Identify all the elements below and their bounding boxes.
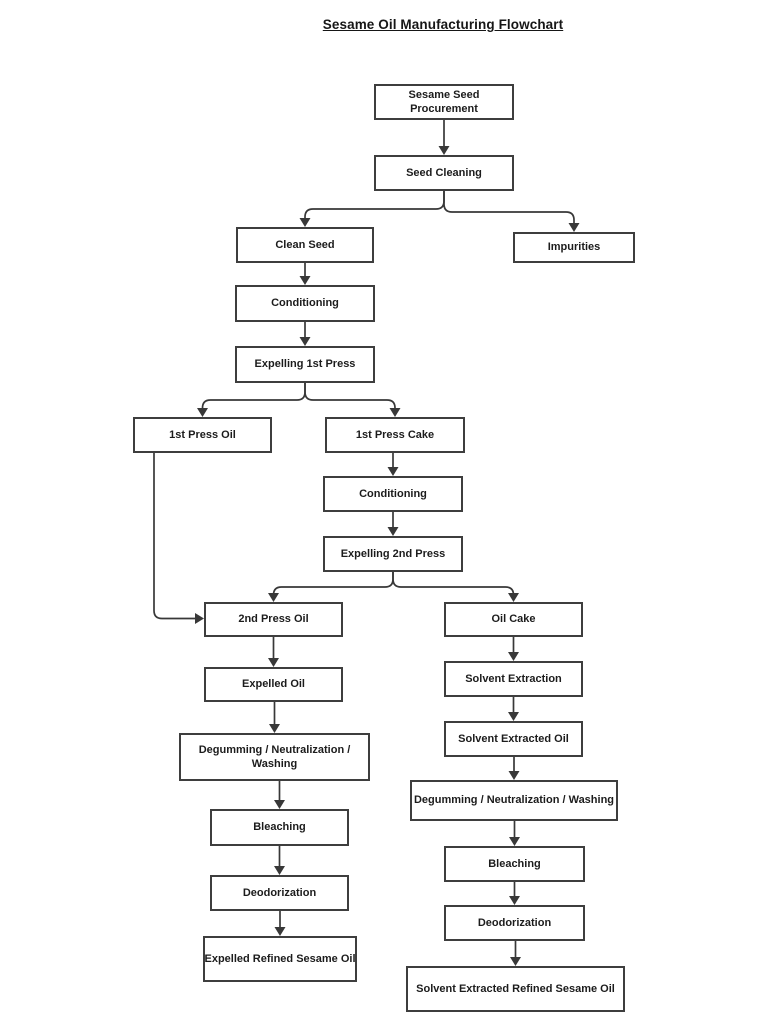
arrowhead-icon xyxy=(274,866,285,875)
node-label: Expelling 1st Press xyxy=(254,358,356,371)
node-label: Expelled Oil xyxy=(242,678,305,691)
node-label: 1st Press Cake xyxy=(355,428,435,441)
node-solvent-extracted-oil: Solvent Extracted Oil xyxy=(444,721,583,757)
edge-expelling-2nd-press-to-second-press-oil xyxy=(272,572,394,596)
arrowhead-icon xyxy=(508,593,519,602)
node-deodorization-left: Deodorization xyxy=(210,875,349,911)
node-clean-seed: Clean Seed xyxy=(236,227,374,263)
node-conditioning-1: Conditioning xyxy=(235,285,375,322)
node-solvent-extraction: Solvent Extraction xyxy=(444,661,583,697)
edge-expelling-1st-press-to-first-press-oil xyxy=(201,383,306,409)
arrowhead-icon xyxy=(268,593,279,602)
node-seed-cleaning: Seed Cleaning xyxy=(374,155,514,191)
node-second-press-oil: 2nd Press Oil xyxy=(204,602,343,637)
node-label: Solvent Extracted Refined Sesame Oil xyxy=(416,982,615,995)
node-first-press-oil: 1st Press Oil xyxy=(133,417,272,453)
node-label: Degumming / Neutralization / Washing xyxy=(413,794,615,807)
arrowhead-icon xyxy=(509,896,520,905)
node-label: Bleaching xyxy=(488,857,541,870)
node-impurities: Impurities xyxy=(513,232,635,263)
node-expelled-refined-oil: Expelled Refined Sesame Oil xyxy=(203,936,357,982)
node-label: Expelled Refined Sesame Oil xyxy=(204,952,356,965)
node-deodorization-right: Deodorization xyxy=(444,905,585,941)
arrowhead-icon xyxy=(195,613,204,624)
page-title: Sesame Oil Manufacturing Flowchart xyxy=(322,17,564,32)
node-expelled-oil: Expelled Oil xyxy=(204,667,343,702)
edge-expelling-2nd-press-to-oil-cake xyxy=(392,572,515,596)
node-label: Sesame Seed Procurement xyxy=(408,88,480,115)
node-label: Degumming / Neutralization / Washing xyxy=(198,743,351,770)
edge-seed-cleaning-to-impurities xyxy=(443,191,575,223)
node-solvent-extracted-refined-oil: Solvent Extracted Refined Sesame Oil xyxy=(406,966,625,1012)
node-label: Clean Seed xyxy=(275,238,335,251)
node-oil-cake: Oil Cake xyxy=(444,602,583,637)
node-bleaching-right: Bleaching xyxy=(444,846,585,882)
node-label: Seed Cleaning xyxy=(406,166,482,179)
arrowhead-icon xyxy=(510,957,521,966)
arrowhead-icon xyxy=(508,652,519,661)
arrowhead-icon xyxy=(197,408,208,417)
arrowhead-icon xyxy=(274,927,286,936)
node-degumming-right: Degumming / Neutralization / Washing xyxy=(410,780,618,821)
node-first-press-cake: 1st Press Cake xyxy=(325,417,465,453)
node-label: Deodorization xyxy=(477,916,552,929)
arrowhead-icon xyxy=(299,337,311,346)
node-label: Expelling 2nd Press xyxy=(340,547,446,560)
edge-expelling-1st-press-to-first-press-cake xyxy=(304,383,396,409)
node-label: Conditioning xyxy=(271,297,339,310)
arrowhead-icon xyxy=(269,724,280,733)
edge-first-press-oil-to-second-press-oil xyxy=(153,453,195,620)
node-label: Solvent Extracted Oil xyxy=(458,732,569,745)
node-label: Bleaching xyxy=(253,821,306,834)
arrowhead-icon xyxy=(508,771,520,780)
arrowhead-icon xyxy=(274,800,285,809)
node-label: Conditioning xyxy=(359,487,427,500)
edge-seed-cleaning-to-clean-seed xyxy=(304,191,445,218)
arrowhead-icon xyxy=(299,218,311,227)
arrowhead-icon xyxy=(299,276,311,285)
node-label: Impurities xyxy=(547,241,601,254)
node-label: 1st Press Oil xyxy=(169,428,236,441)
node-bleaching-left: Bleaching xyxy=(210,809,349,846)
arrowhead-icon xyxy=(268,658,279,667)
arrowhead-icon xyxy=(508,712,519,721)
node-label: Oil Cake xyxy=(491,613,536,626)
node-label: 2nd Press Oil xyxy=(238,613,309,626)
node-label: Solvent Extraction xyxy=(465,672,562,685)
node-seed-procurement: Sesame Seed Procurement xyxy=(374,84,514,120)
arrowhead-icon xyxy=(438,146,450,155)
arrowhead-icon xyxy=(387,527,399,536)
node-degumming-left: Degumming / Neutralization / Washing xyxy=(179,733,370,781)
node-expelling-1st-press: Expelling 1st Press xyxy=(235,346,375,383)
node-conditioning-2: Conditioning xyxy=(323,476,463,512)
node-expelling-2nd-press: Expelling 2nd Press xyxy=(323,536,463,572)
arrowhead-icon xyxy=(389,408,401,417)
arrowhead-icon xyxy=(568,223,580,232)
arrowhead-icon xyxy=(509,837,520,846)
arrowhead-icon xyxy=(387,467,399,476)
node-label: Deodorization xyxy=(242,886,317,899)
